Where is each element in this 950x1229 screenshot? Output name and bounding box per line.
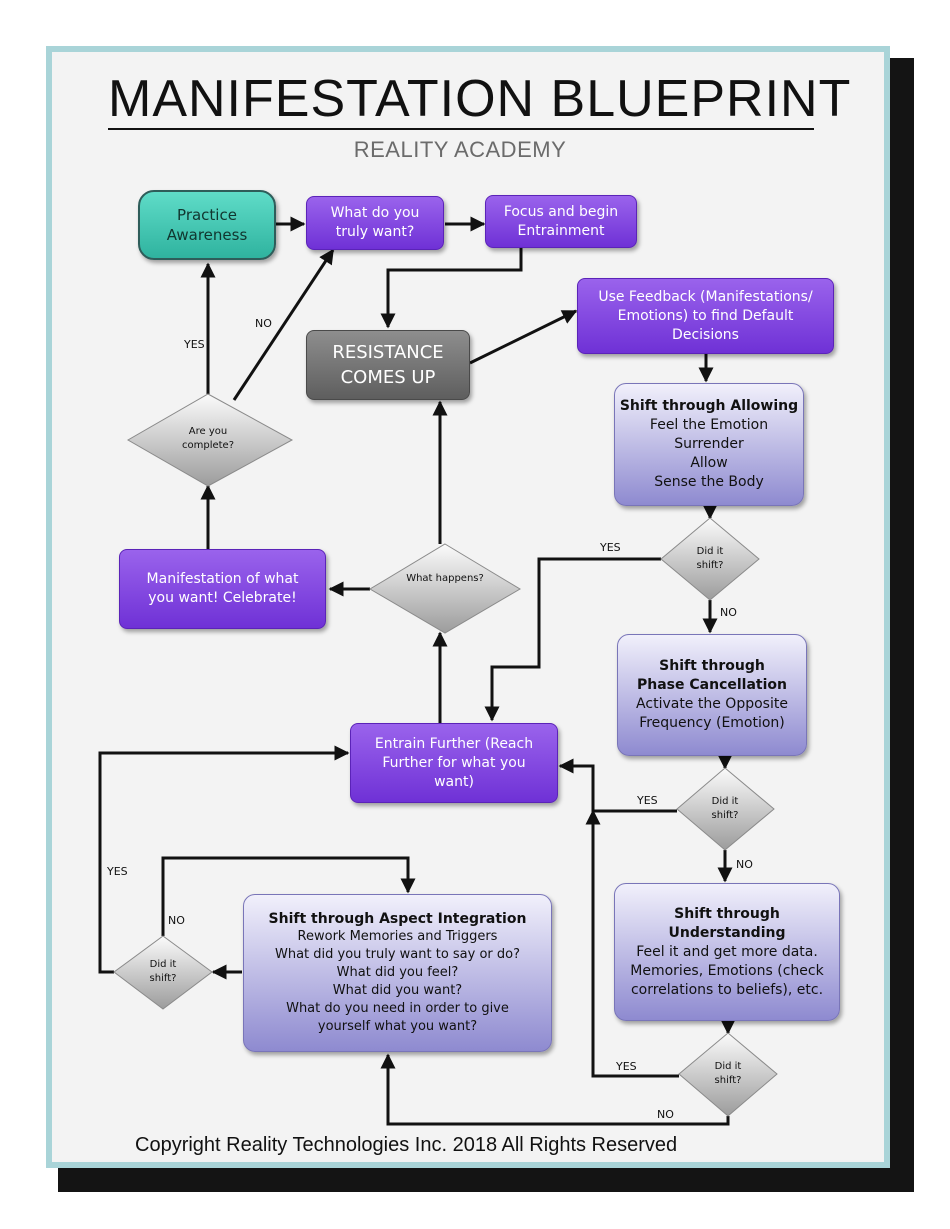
edge-shift4-yes <box>98 745 350 974</box>
edge-label-complete-yes: YES <box>184 338 205 351</box>
allowing-heading: Shift through Allowing <box>619 398 799 414</box>
understanding-heading: Shift through Understanding <box>668 905 786 941</box>
aspect-integration-line: Rework Memories and Triggers <box>297 929 498 944</box>
copyright-text: Copyright Reality Technologies Inc. 2018… <box>135 1134 678 1156</box>
decision-happens-shape <box>369 543 521 634</box>
practice-awareness-node: Practice Awareness <box>138 190 276 260</box>
truly-want-node: What do you truly want? <box>306 196 444 250</box>
decision-complete-label: Are you complete? <box>181 426 235 451</box>
focus-entrainment-label: Focus and begin Entrainment <box>503 203 619 239</box>
page-title: MANIFESTATION BLUEPRINT <box>108 70 852 130</box>
manifestation-label: Manifestation of what you want! Celebrat… <box>146 571 299 606</box>
phase-cancellation-node: Shift through Phase Cancellation Activat… <box>617 634 807 756</box>
edge-label-complete-no: NO <box>255 317 272 330</box>
phase-cancellation-heading: Shift through Phase Cancellation <box>637 658 787 693</box>
edge-shift2-yes <box>558 758 677 813</box>
decision-shift2-shape <box>676 767 775 851</box>
resistance-node: RESISTANCE COMES UP <box>306 330 470 400</box>
manifestation-node: Manifestation of what you want! Celebrat… <box>119 549 326 629</box>
edge-shift3-yes <box>585 809 679 1078</box>
edge-label-shift1-no: NO <box>720 606 737 619</box>
focus-entrainment-node: Focus and begin Entrainment <box>485 195 637 248</box>
edge-focus-to-resistance <box>380 248 523 329</box>
entrain-further-node: Entrain Further (Reach Further for what … <box>350 723 558 803</box>
practice-awareness-label: Practice Awareness <box>166 206 248 244</box>
understanding-line: Feel it and get more data. Memories, Emo… <box>630 943 824 998</box>
feedback-node: Use Feedback (Manifestations/ Emotions) … <box>577 278 834 354</box>
decision-shift3-shape <box>678 1032 778 1117</box>
edge-label-shift4-no: NO <box>168 914 185 927</box>
feedback-label: Use Feedback (Manifestations/ Emotions) … <box>598 288 813 343</box>
edge-label-shift2-no: NO <box>736 858 753 871</box>
resistance-label: RESISTANCE COMES UP <box>332 342 444 388</box>
understanding-node: Shift through Understanding Feel it and … <box>614 883 840 1021</box>
edge-shift1-yes <box>484 557 661 722</box>
aspect-integration-line: What did you want? <box>332 983 463 998</box>
truly-want-label: What do you truly want? <box>330 205 420 240</box>
edge-label-shift4-yes: YES <box>107 865 128 878</box>
allowing-node: Shift through Allowing Feel the Emotion … <box>614 383 804 506</box>
decision-shift1-label: Did it shift? <box>696 546 724 571</box>
page-subtitle: REALITY ACADEMY <box>353 137 567 162</box>
aspect-integration-node: Shift through Aspect Integration Rework … <box>243 894 552 1052</box>
decision-shift4-label: Did it shift? <box>149 959 177 984</box>
edge-shift3-no <box>380 1053 730 1126</box>
aspect-integration-line: What did you truly want to say or do? <box>274 947 521 962</box>
decision-shift1-shape <box>660 517 760 601</box>
decision-shift4-shape <box>113 935 213 1010</box>
aspect-integration-line: What did you feel? <box>336 965 459 980</box>
edge-label-shift2-yes: YES <box>637 794 658 807</box>
decision-shift3-label: Did it shift? <box>714 1061 742 1086</box>
edge-shift4-no <box>161 856 416 936</box>
allowing-line: Surrender <box>674 436 744 452</box>
entrain-further-label: Entrain Further (Reach Further for what … <box>374 735 534 790</box>
allowing-line: Feel the Emotion <box>649 417 769 433</box>
allowing-line: Sense the Body <box>654 474 764 490</box>
edge-label-shift3-yes: YES <box>616 1060 637 1073</box>
decision-happens-label: What happens? <box>406 573 484 584</box>
phase-cancellation-line: Activate the Opposite Frequency (Emotion… <box>636 696 788 731</box>
edge-label-shift1-yes: YES <box>600 541 621 554</box>
decision-shift2-label: Did it shift? <box>711 796 739 821</box>
edge-resistance-to-feedback <box>469 309 578 365</box>
decision-complete-shape <box>126 393 294 487</box>
aspect-integration-heading: Shift through Aspect Integration <box>268 911 527 927</box>
edge-label-shift3-no: NO <box>657 1108 674 1121</box>
allowing-line: Allow <box>690 455 728 471</box>
aspect-integration-line: What do you need in order to give yourse… <box>286 1001 509 1034</box>
edge-complete-no <box>232 248 335 401</box>
